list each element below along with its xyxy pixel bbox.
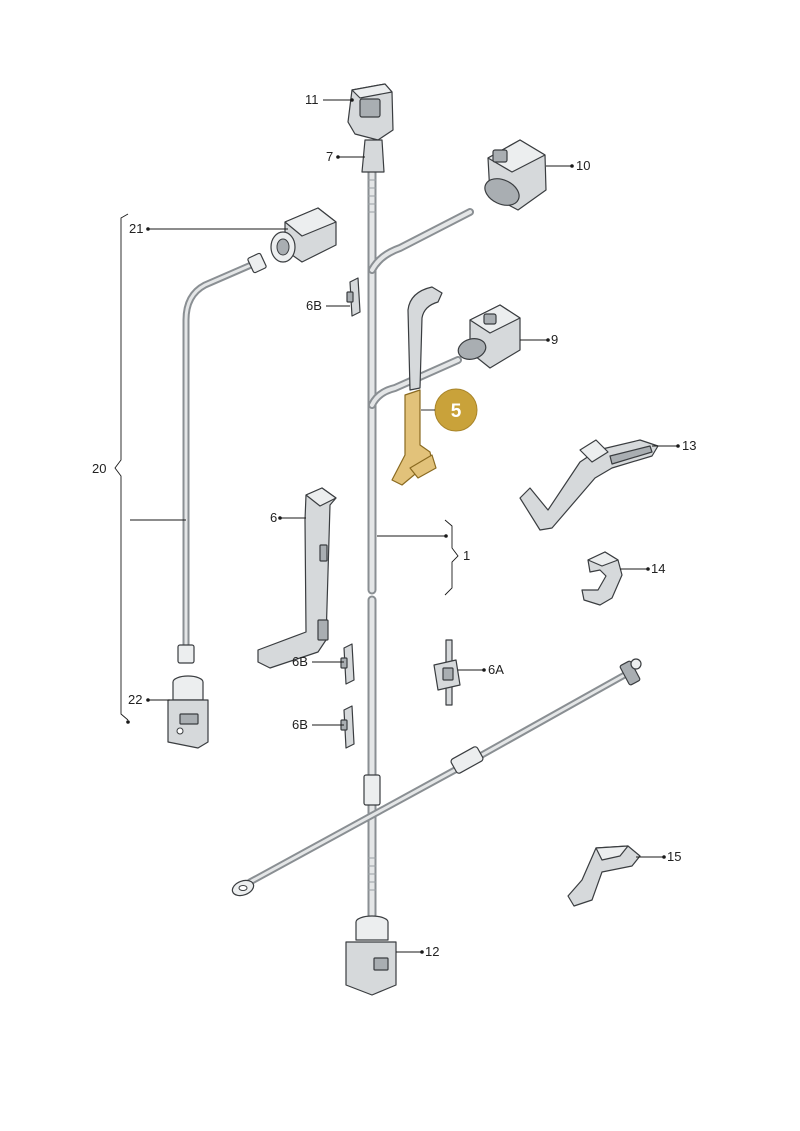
bracket-6[interactable] [257,487,337,669]
bracket-13[interactable] [519,439,659,531]
connector-12[interactable] [345,915,397,996]
clamp-14[interactable] [581,551,623,606]
callout-13: 13 [682,438,696,453]
callout-22: 22 [128,692,142,707]
connector-9[interactable] [456,304,521,369]
connector-10[interactable] [481,139,547,211]
clip-6a[interactable] [433,639,461,706]
callout-20: 20 [92,461,106,476]
bracket-5-highlighted[interactable] [391,286,443,486]
main-harness[interactable] [363,165,474,920]
callout-10: 10 [576,158,590,173]
callout-6: 6 [270,510,277,525]
callout-6a: 6A [488,662,504,677]
callout-6b-low: 6B [292,717,308,732]
callout-6b-top: 6B [306,298,322,313]
callout-15: 15 [667,849,681,864]
sensor-cable-20[interactable] [177,252,267,664]
ground-cable[interactable] [230,658,642,898]
callout-21: 21 [129,221,143,236]
callout-11: 11 [305,92,319,107]
callout-7: 7 [326,149,333,164]
connector-22[interactable] [167,675,209,749]
callout-14: 14 [651,561,665,576]
connector-11[interactable] [347,83,394,173]
bracket-15[interactable] [567,845,641,907]
clip-6b-mid[interactable] [340,643,355,685]
clip-6b-top[interactable] [346,277,361,317]
connector-21[interactable] [270,207,337,263]
badge-number: 5 [451,401,462,422]
callout-12: 12 [425,944,439,959]
callout-9: 9 [551,332,558,347]
highlight-badge-5[interactable]: 5 [421,388,478,432]
callout-1: 1 [463,548,470,563]
callout-6b-mid: 6B [292,654,308,669]
clip-6b-low[interactable] [340,705,355,749]
